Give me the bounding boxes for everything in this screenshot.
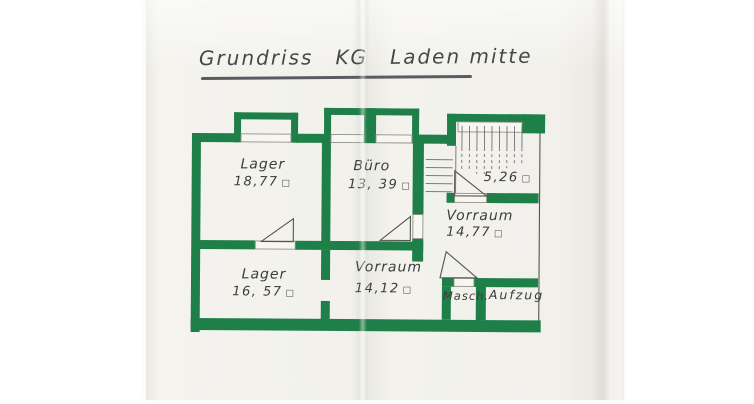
door-swing-buero [380, 216, 410, 240]
room-name: Aufzug [489, 288, 544, 302]
room-area: 13, 39□ [328, 178, 416, 193]
room-label-lager-bottom: Lager 16, 57 □ [211, 267, 317, 300]
stair-steps-lower-flight [426, 160, 453, 192]
room-area-value: 14,77 [446, 225, 491, 240]
room-label-masch: Masch. [443, 290, 489, 303]
title-part-3: Laden mitte [390, 44, 533, 69]
door-opening-buero [413, 215, 423, 239]
room-area: 18,77□ [210, 175, 316, 190]
room-area-value: 16, 57 [232, 285, 282, 300]
room-name: Vorraum [446, 209, 513, 225]
title-part-2: KG [335, 45, 368, 69]
square-meter-icon: □ [403, 286, 413, 296]
room-label-stair-area: 5,26□ [484, 171, 532, 186]
room-label-vorraum-mid: Vorraum 14,12□ [355, 260, 422, 297]
room-area-value: 14,12 [355, 282, 400, 297]
square-meter-icon: □ [281, 179, 291, 189]
room-area-value: 13, 39 [348, 177, 398, 192]
window-stairwell [458, 122, 522, 132]
room-name: Lager [210, 157, 316, 173]
room-area: 16, 57 □ [211, 286, 317, 301]
room-area: 14,12□ [355, 283, 422, 298]
room-area-value: 5,26 [484, 170, 519, 185]
room-area: 14,77□ [446, 226, 513, 241]
window-buero-left [331, 134, 364, 142]
windows [241, 120, 522, 143]
square-meter-icon: □ [401, 182, 411, 192]
room-label-lager-top: Lager 18,77□ [210, 157, 316, 190]
room-label-vorraum-right: Vorraum 14,77□ [446, 209, 513, 241]
door-opening-masch [454, 278, 474, 286]
room-label-aufzug: Aufzug [489, 288, 544, 302]
door-swing-lager [261, 218, 293, 241]
room-name: Vorraum [355, 260, 422, 276]
plan-title: Grundriss KG Laden mitte [199, 44, 533, 70]
window-buero-right [376, 135, 412, 143]
square-meter-icon: □ [494, 229, 504, 239]
window-lager-top [241, 134, 291, 142]
room-area-value: 18,77 [234, 175, 279, 190]
door-opening-stair [455, 193, 487, 202]
room-name: Masch. [443, 290, 489, 303]
title-part-1: Grundriss [199, 45, 314, 70]
square-meter-icon: □ [522, 174, 532, 184]
room-label-buero: Büro 13, 39□ [328, 159, 416, 193]
square-meter-icon: □ [286, 289, 296, 299]
room-name: Büro [328, 159, 416, 175]
door-swing-stair [455, 171, 487, 196]
room-area: 5,26□ [484, 171, 532, 186]
room-name: Lager [211, 267, 317, 283]
door-swing-masch [440, 252, 477, 278]
